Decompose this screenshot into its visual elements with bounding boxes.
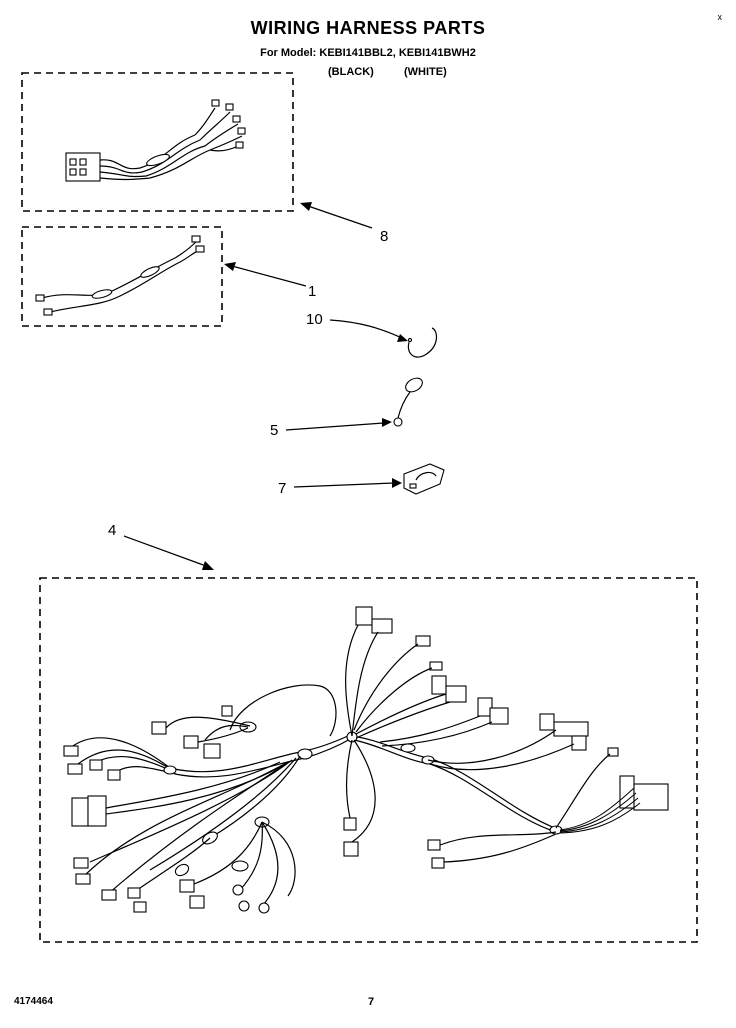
callout-7: 7 [278,480,287,497]
part-4-box [39,577,698,943]
part-4-harness [63,606,669,914]
callout-1: 1 [308,283,317,300]
part-8-box [21,72,294,212]
corner-mark: x [717,12,723,22]
part-8-harness [65,99,246,182]
doc-number: 4174464 [14,996,53,1007]
callout-4: 4 [108,522,117,539]
callout-8: 8 [380,228,389,245]
color-label-white: (WHITE) [404,66,447,78]
color-label-black: (BLACK) [328,66,374,78]
part-10-wire [407,327,437,358]
page-number: 7 [368,996,375,1008]
part-5-ring [393,377,423,427]
part-1-harness [35,235,205,316]
callout-5: 5 [270,422,279,439]
part-7-clip [403,463,445,495]
callout-10: 10 [306,311,323,328]
model-line: For Model: KEBI141BBL2, KEBI141BWH2 [260,47,476,59]
part-1-box [21,226,223,327]
page-title: WIRING HARNESS PARTS [250,18,486,38]
